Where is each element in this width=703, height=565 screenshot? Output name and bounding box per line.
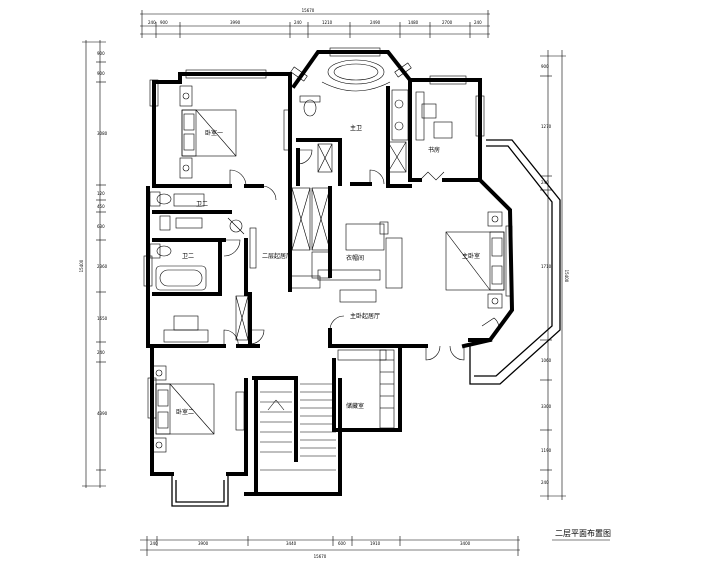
balcony	[469, 139, 561, 385]
room-label-second-floor-hall: 二层起居厅	[262, 252, 292, 260]
svg-text:240: 240	[148, 20, 156, 25]
furniture	[149, 59, 513, 471]
windows	[143, 47, 485, 419]
svg-text:240: 240	[97, 350, 105, 355]
svg-text:3080: 3080	[97, 131, 108, 136]
drawing-title: 二层平面布置图	[555, 528, 611, 538]
svg-text:900: 900	[97, 71, 105, 76]
svg-text:240: 240	[541, 180, 549, 185]
room-label-bath-two-lower: 卫二	[182, 253, 194, 260]
svg-text:1270: 1270	[541, 124, 552, 129]
room-label-study: 书房	[428, 146, 440, 154]
right-total-dim: 15400	[564, 270, 569, 283]
svg-text:240: 240	[541, 480, 549, 485]
svg-text:240: 240	[150, 541, 158, 546]
svg-text:120: 120	[97, 191, 105, 196]
room-label-bedroom-two: 卧室二	[176, 408, 194, 416]
svg-text:1210: 1210	[322, 20, 333, 25]
svg-text:630: 630	[97, 224, 105, 229]
svg-text:1650: 1650	[97, 316, 108, 321]
svg-text:240: 240	[474, 20, 482, 25]
svg-text:450: 450	[97, 204, 105, 209]
svg-text:3440: 3440	[286, 541, 297, 546]
room-label-bedroom-one: 卧室一	[205, 129, 223, 137]
room-labels: 卧室一 主卫 书房 卫二 卫二 二层起居厅 衣帽间 主卧室 主卧起居厅 储藏室 …	[176, 124, 480, 416]
svg-text:3400: 3400	[460, 541, 471, 546]
svg-text:1060: 1060	[541, 358, 552, 363]
svg-text:1190: 1190	[541, 448, 552, 453]
room-label-master-hall: 主卧起居厅	[350, 312, 380, 320]
svg-text:900: 900	[97, 51, 105, 56]
svg-text:1910: 1910	[370, 541, 381, 546]
svg-text:2490: 2490	[370, 20, 381, 25]
top-total-dim: 15670	[302, 8, 315, 13]
doors	[223, 149, 500, 361]
svg-text:2700: 2700	[442, 20, 453, 25]
svg-text:3900: 3900	[198, 541, 209, 546]
bottom-total-dim: 15670	[314, 554, 327, 559]
room-label-bath-two: 卫二	[196, 201, 208, 208]
interior-walls	[146, 78, 482, 496]
svg-text:3300: 3300	[541, 404, 552, 409]
svg-text:240: 240	[294, 20, 302, 25]
svg-text:900: 900	[160, 20, 168, 25]
svg-text:4390: 4390	[97, 411, 108, 416]
svg-text:1480: 1480	[408, 20, 419, 25]
svg-text:600: 600	[338, 541, 346, 546]
room-label-cloakroom: 衣帽间	[346, 254, 364, 262]
svg-text:900: 900	[541, 64, 549, 69]
left-total-dim: 15400	[79, 259, 84, 272]
svg-text:1710: 1710	[541, 264, 552, 269]
dimension-lines: 15670 240 900 3990 240 1210 2490 1480 2700 2…	[79, 8, 569, 559]
room-label-master-bath: 主卫	[350, 124, 362, 132]
room-label-master-bedroom: 主卧室	[462, 252, 480, 260]
room-label-storage: 储藏室	[346, 402, 364, 410]
svg-text:3990: 3990	[230, 20, 241, 25]
svg-text:2360: 2360	[97, 264, 108, 269]
exterior-walls	[146, 50, 515, 507]
